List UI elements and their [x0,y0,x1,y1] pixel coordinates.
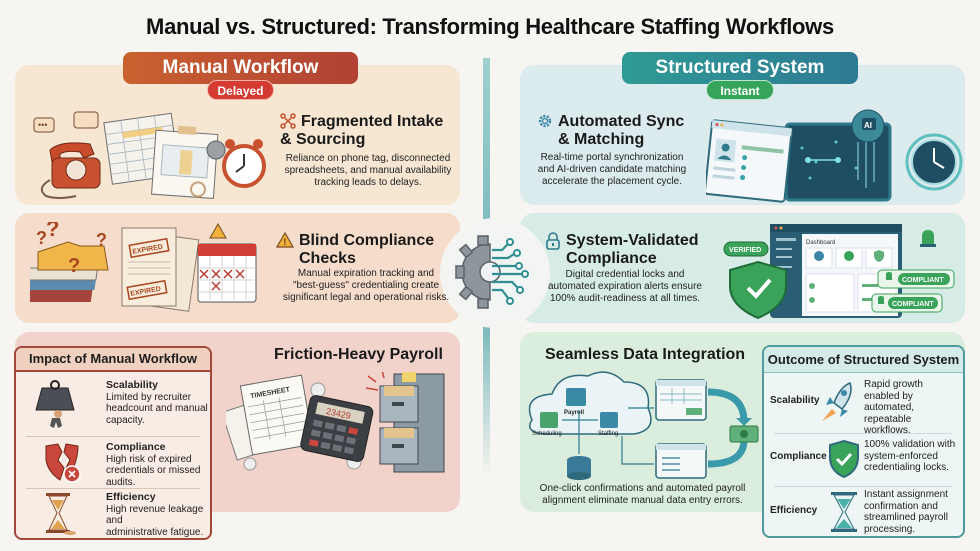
row-separator [26,436,200,437]
check-shield-icon [829,439,859,479]
rocket-icon [822,382,852,421]
verified-dashboard-illustration: Dashboard VERIFIED COMPLIANT COMPLIANT [723,224,955,320]
leaking-hourglass-icon [46,493,76,535]
delayed-badge: Delayed [207,80,274,100]
structured-system-banner: Structured System [622,52,858,84]
hourglass-icon [831,492,857,532]
page-title: Manual vs. Structured: Transforming Heal… [146,14,834,39]
blind-compliance-heading: !Blind Compliance Checks [276,232,434,268]
instant-badge: Instant [706,80,774,100]
svg-text:VERIFIED: VERIFIED [729,247,761,254]
impact-header: Impact of Manual Workflow [16,348,210,372]
svg-text:?: ? [96,230,107,250]
row-separator [26,488,200,489]
svg-text:COMPLIANT: COMPLIANT [902,277,944,284]
lock-icon [546,232,560,250]
svg-text:Staffing: Staffing [598,431,618,437]
manual-workflow-banner: Manual Workflow [123,52,358,84]
svg-text:?: ? [36,228,47,248]
svg-text:COMPLIANT: COMPLIANT [892,301,934,308]
gear-icon [538,114,552,128]
expired-documents-calendar-illustration: ??? ? EXPIRED EXPIRED [30,222,257,312]
svg-text:!: ! [283,237,286,247]
data-integration-illustration: Payroll Scheduling Staffing [528,371,759,480]
row-separator [774,433,953,434]
scattered-nodes-icon [280,113,296,129]
seamless-integration-heading: Seamless Data Integration [545,346,746,363]
svg-text:Payroll: Payroll [564,410,584,416]
portal-ai-clock-illustration: AI [706,109,963,203]
timesheet-calculator-cabinet-illustration: TIMESHEET 23429 [226,372,445,473]
svg-text:AI: AI [864,121,872,130]
broken-shield-icon [45,443,81,483]
svg-text:Dashboard: Dashboard [806,240,835,246]
svg-text:?: ? [68,255,80,277]
gear-circuit-icon [455,235,529,309]
outcome-header: Outcome of Structured System [764,347,963,373]
svg-text:•••: ••• [38,120,47,130]
system-validated-heading: System-Validated Compliance [545,232,699,268]
svg-text:?: ? [46,222,59,241]
phone-spreadsheets-clock-illustration: ••• [33,111,266,199]
fragmented-intake-heading: Fragmented Intake & Sourcing [280,113,444,148]
warning-icon: ! [276,232,294,248]
blind-compliance-description: Manual expiration tracking and"best-gues… [282,268,450,303]
seamless-integration-description: One-click confirmations and automated pa… [539,483,746,506]
row-separator [774,486,953,487]
friction-payroll-heading: Friction-Heavy Payroll [274,346,443,363]
svg-text:Scheduling: Scheduling [532,431,562,437]
outcome-of-structured-system-box: Outcome of Structured System Scalability… [762,345,965,538]
automated-sync-heading: Automated Sync & Matching [537,113,684,149]
heavy-weight-icon [35,380,75,428]
